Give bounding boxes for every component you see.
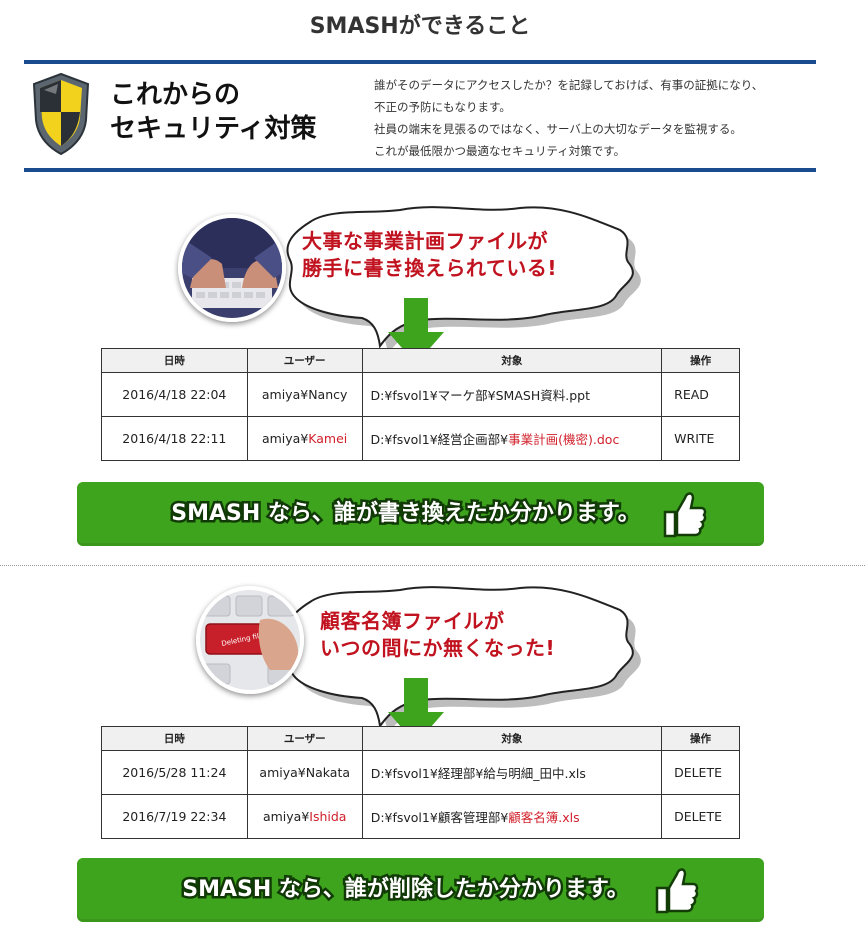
cell-op: DELETE (661, 750, 740, 795)
thumbs-up-icon (655, 868, 699, 914)
cell-date: 2016/4/18 22:11 (101, 416, 248, 461)
table-row: 2016/7/19 22:34 amiya¥Ishida D:¥fsvol1¥顧… (101, 794, 740, 839)
cell-target: D:¥fsvol1¥経営企画部¥事業計画(機密).doc (361, 416, 663, 461)
cell-date: 2016/7/19 22:34 (101, 794, 248, 839)
user-domain: amiya¥ (262, 809, 310, 824)
security-banner: これからの セキュリティ対策 誰がそのデータにアクセスしたか？を記録しておけば、… (24, 60, 816, 172)
banner-title-line: セキュリティ対策 (110, 114, 317, 144)
cell-user: amiya¥Nancy (246, 372, 363, 417)
banner-desc-line: 誰がそのデータにアクセスしたか？を記録しておけば、有事の証拠になり、 (374, 78, 764, 92)
user-name: Nakata (305, 765, 351, 780)
banner-desc-line: 社員の端末を見張るのではなく、サーバ上の大切なデータを監視する。 (374, 122, 742, 136)
banner-desc-line: 不正の予防にもなります。 (374, 100, 511, 114)
bubble-text: 顧客名簿ファイルが いつの間にか無くなった! (320, 608, 620, 662)
result-text: SMASH なら、誰が書き換えたか分かります。 (169, 499, 642, 529)
user-domain: amiya¥ (259, 765, 306, 780)
result-banner: SMASH なら、誰が削除したか分かります。 (77, 858, 764, 922)
bubble-text-line: 顧客名簿ファイルが (320, 609, 505, 633)
header-target: 対象 (361, 348, 663, 373)
speech-bubble (286, 586, 641, 730)
header-date: 日時 (101, 726, 248, 751)
bubble-text-line: いつの間にか無くなった! (320, 636, 556, 660)
cell-op: READ (661, 372, 740, 417)
header-date: 日時 (101, 348, 248, 373)
speech-bubble (286, 206, 641, 350)
table-header-row: 日時 ユーザー 対象 操作 (101, 726, 740, 751)
target-path: D:¥fsvol1¥顧客管理部¥ (370, 810, 509, 825)
header-user: ユーザー (246, 726, 363, 751)
bubble-text-line: 大事な事業計画ファイルが (302, 229, 548, 253)
cell-target: D:¥fsvol1¥顧客管理部¥顧客名簿.xls (361, 794, 663, 839)
target-file-highlight: 顧客名簿.xls (508, 810, 580, 825)
section-divider (0, 565, 865, 566)
cell-user: amiya¥Kamei (246, 416, 363, 461)
header-op: 操作 (661, 348, 740, 373)
page-title: SMASHができること (309, 14, 531, 39)
cell-user: amiya¥Ishida (246, 794, 363, 839)
banner-title: これからの セキュリティ対策 (110, 78, 370, 146)
user-domain: amiya¥ (261, 431, 309, 446)
table-header-row: 日時 ユーザー 対象 操作 (101, 348, 740, 373)
delete-key-photo: Deleting files (196, 586, 304, 694)
table-row: 2016/4/18 22:11 amiya¥Kamei D:¥fsvol1¥経営… (101, 416, 740, 461)
user-name: Nancy (308, 387, 348, 402)
access-log-table: 日時 ユーザー 対象 操作 2016/5/28 11:24 amiya¥Naka… (101, 726, 740, 839)
result-banner: SMASH なら、誰が書き換えたか分かります。 (77, 482, 764, 546)
cell-target: D:¥fsvol1¥経理部¥給与明細_田中.xls (361, 750, 663, 795)
user-name: Ishida (309, 809, 347, 824)
target-path: D:¥fsvol1¥マーケ部¥SMASH資料.ppt (370, 388, 590, 403)
access-log-table: 日時 ユーザー 対象 操作 2016/4/18 22:04 amiya¥Nanc… (101, 348, 740, 461)
keyboard-typing-photo (178, 214, 286, 322)
thumbs-up-icon (663, 492, 707, 538)
bubble-text: 大事な事業計画ファイルが 勝手に書き換えられている! (302, 228, 602, 282)
user-name: Kamei (308, 431, 348, 446)
banner-title-line: これからの (110, 80, 241, 110)
cell-target: D:¥fsvol1¥マーケ部¥SMASH資料.ppt (361, 372, 663, 417)
header-user: ユーザー (246, 348, 363, 373)
table-row: 2016/4/18 22:04 amiya¥Nancy D:¥fsvol1¥マー… (101, 372, 740, 417)
down-arrow-icon (388, 298, 444, 364)
target-file-highlight: 事業計画(機密).doc (508, 432, 620, 447)
cell-op: WRITE (661, 416, 740, 461)
header-op: 操作 (661, 726, 740, 751)
bubble-text-line: 勝手に書き換えられている! (302, 256, 558, 280)
table-row: 2016/5/28 11:24 amiya¥Nakata D:¥fsvol1¥経… (101, 750, 740, 795)
banner-desc-line: これが最低限かつ最適なセキュリティ対策です。 (374, 144, 626, 158)
target-path: D:¥fsvol1¥経営企画部¥ (370, 432, 509, 447)
banner-description: 誰がそのデータにアクセスしたか？を記録しておけば、有事の証拠になり、 不正の予防… (374, 74, 814, 162)
cell-op: DELETE (661, 794, 740, 839)
cell-user: amiya¥Nakata (246, 750, 363, 795)
header-target: 対象 (361, 726, 663, 751)
shield-icon (32, 72, 90, 156)
cell-date: 2016/4/18 22:04 (101, 372, 248, 417)
target-path: D:¥fsvol1¥経理部¥給与明細_田中.xls (370, 766, 586, 781)
user-domain: amiya¥ (261, 387, 309, 402)
cell-date: 2016/5/28 11:24 (101, 750, 248, 795)
result-text: SMASH なら、誰が削除したか分かります。 (180, 875, 631, 905)
